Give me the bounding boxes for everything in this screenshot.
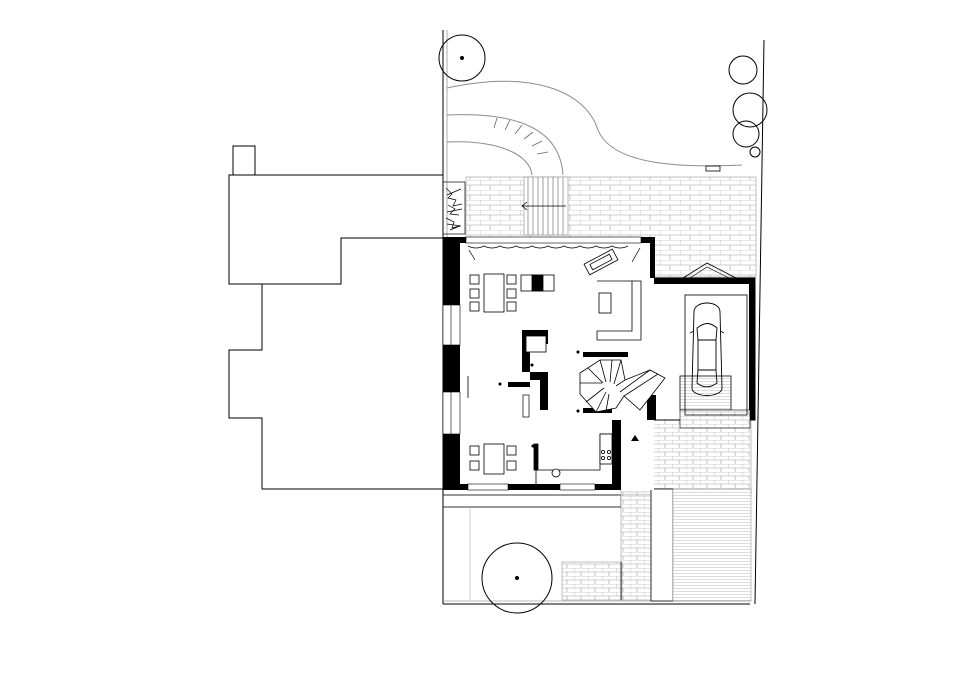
tree-circle-icon [481,542,553,614]
curtain-line [467,245,629,249]
neighbor-building [228,145,443,490]
kitchen-south [533,433,613,484]
sofa [583,248,619,276]
tree-circle-icon [438,34,486,82]
hatched-bed [672,488,752,602]
tree-circle-icon [732,120,760,148]
windows [442,236,642,491]
sink-icon [551,468,561,478]
hedge-planting [442,181,466,235]
staircase [579,359,666,413]
neighbor-chimney [232,145,256,176]
triangle-up-marker [631,435,639,441]
neighbor-step-line [262,237,443,285]
armchair [520,274,555,292]
tree-circle-icon [728,55,758,85]
north-terrace [465,176,757,278]
arrow-left-icon [521,201,566,211]
neighbor-outline [228,174,443,490]
house [442,236,666,491]
kitchen-counter [596,280,642,341]
dining-table-south [469,443,517,475]
door-marks [498,350,580,448]
mailbox [705,165,721,172]
side-table [598,292,612,314]
tree-group [438,34,768,614]
dining-table-north [469,273,517,313]
interior-walls [508,330,656,420]
tree-circle-icon [732,92,768,128]
car-icon [689,302,725,396]
tree-circle-icon [749,146,761,158]
garden-curved-path [446,80,743,176]
garage [640,262,756,429]
